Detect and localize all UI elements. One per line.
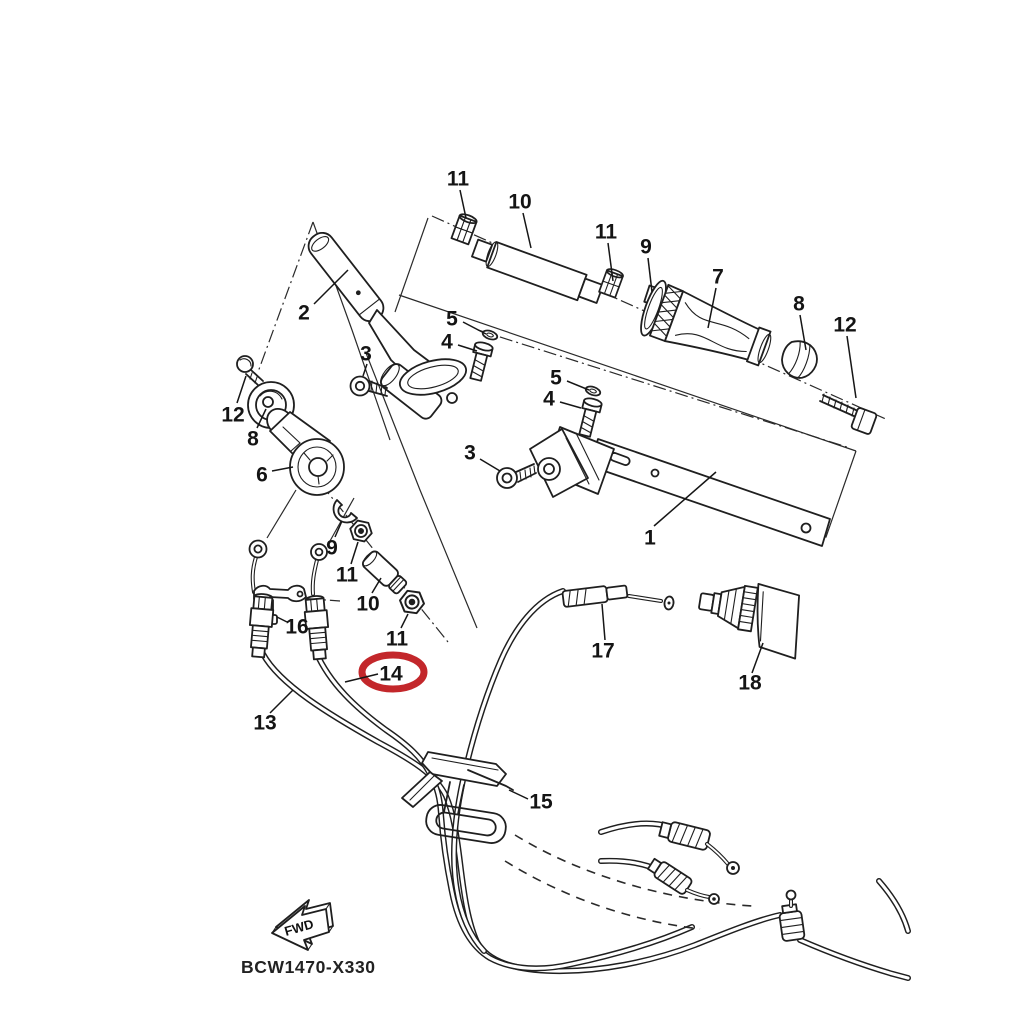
handlebar-holder-right	[529, 426, 615, 498]
leader-line-12-15	[236, 375, 247, 404]
part-label-18-26: 18	[738, 672, 762, 695]
pinch-bolt-left	[349, 375, 388, 397]
leader-line-9-4	[647, 257, 653, 293]
cable-boot	[698, 583, 800, 660]
leader-line-18-26	[751, 642, 764, 674]
part-label-5-10: 5	[550, 367, 562, 390]
part-label-3-13: 3	[464, 442, 476, 465]
leader-line-10-20	[371, 577, 382, 594]
part-label-13-23: 13	[253, 712, 276, 735]
part-label-5-8: 5	[446, 308, 458, 331]
leader-line-7-5	[707, 287, 717, 329]
part-label-3-12: 3	[360, 343, 372, 366]
leader-line-15-27	[508, 789, 529, 800]
leader-line-3-13	[479, 458, 501, 472]
part-label-8-6: 8	[793, 293, 805, 316]
leader-line-11-3	[607, 242, 614, 282]
part-label-9-4: 9	[640, 236, 652, 259]
part-label-1-14: 1	[644, 527, 656, 550]
leader-line-5-8	[462, 321, 487, 335]
part-label-12-7: 12	[833, 314, 856, 337]
leader-line-14-24	[344, 673, 379, 683]
leader-line-3-12	[362, 363, 368, 377]
part-label-4-9: 4	[441, 331, 453, 354]
part-label-15-27: 15	[529, 791, 553, 814]
balance-weight	[471, 238, 604, 304]
clamp-screw-left	[466, 339, 495, 383]
highlight-layer	[358, 651, 428, 693]
part-label-17-25: 17	[591, 640, 614, 663]
leader-line-2-2	[313, 269, 349, 305]
part-label-12-15: 12	[221, 404, 244, 427]
part-label-7-5: 7	[712, 266, 724, 289]
leader-line-12-7	[846, 335, 857, 399]
leader-line-17-25	[601, 603, 606, 641]
balance-weight-nut-upper	[450, 211, 479, 246]
cable-guide-bracket	[401, 751, 514, 844]
clamp-washer-left	[480, 327, 500, 343]
leader-line-11-19	[350, 541, 359, 565]
leader-line-5-10	[566, 380, 590, 391]
part-label-11-21: 11	[386, 628, 409, 651]
part-label-11-0: 11	[447, 168, 470, 191]
leader-line-4-11	[559, 401, 582, 409]
clamp-screw-right	[575, 395, 604, 439]
part-label-6-17: 6	[256, 464, 268, 487]
grip-end-cap	[781, 340, 818, 379]
leader-line-9-18	[334, 520, 343, 538]
leader-line-10-1	[522, 212, 532, 249]
throttle-cable-ends	[647, 821, 806, 942]
throttle-housing-bolt	[236, 355, 264, 386]
cables	[250, 555, 911, 981]
clamp-washer-right	[583, 383, 603, 399]
throttle-slider	[332, 499, 358, 524]
handlebar-right	[589, 438, 831, 547]
fwd-arrow: FWD	[271, 899, 334, 951]
highlight-circle-part-14	[358, 651, 428, 693]
cable-end-loops	[248, 539, 328, 561]
part-label-8-16: 8	[247, 428, 259, 451]
diagram-code: BCW1470-X330	[241, 957, 376, 977]
leader-line-1-14	[653, 471, 717, 527]
handlebar-left	[307, 231, 468, 420]
part-label-10-20: 10	[356, 593, 379, 616]
pinch-bolt-right	[496, 463, 537, 489]
leader-line-8-6	[799, 314, 807, 351]
throttle-grip	[640, 279, 772, 367]
part-label-14-24: 14	[379, 663, 403, 686]
leader-line-11-0	[459, 189, 467, 219]
cable-17-end	[561, 584, 675, 611]
part-labels-layer: 1110211978125454331128691110111613141718…	[221, 168, 857, 814]
cable-adjuster-left	[246, 592, 276, 659]
leader-line-13-23	[269, 689, 294, 714]
leader-line-4-9	[457, 344, 478, 352]
throttle-tube	[266, 407, 345, 496]
leader-line-6-17	[271, 466, 294, 472]
leader-line-11-21	[400, 613, 409, 629]
throttle-collar	[361, 550, 408, 595]
part-label-11-3: 11	[595, 221, 618, 244]
part-label-11-19: 11	[336, 564, 359, 587]
part-label-9-18: 9	[326, 537, 338, 560]
leader-line-16-22	[276, 616, 288, 623]
part-label-10-1: 10	[508, 191, 531, 214]
leader-line-8-16	[256, 408, 267, 429]
part-label-2-2: 2	[298, 302, 310, 325]
grip-end-bolt	[819, 393, 878, 435]
throttle-nut-lower	[397, 588, 427, 616]
part-label-4-11: 4	[543, 388, 555, 411]
part-label-16-22: 16	[285, 616, 308, 639]
